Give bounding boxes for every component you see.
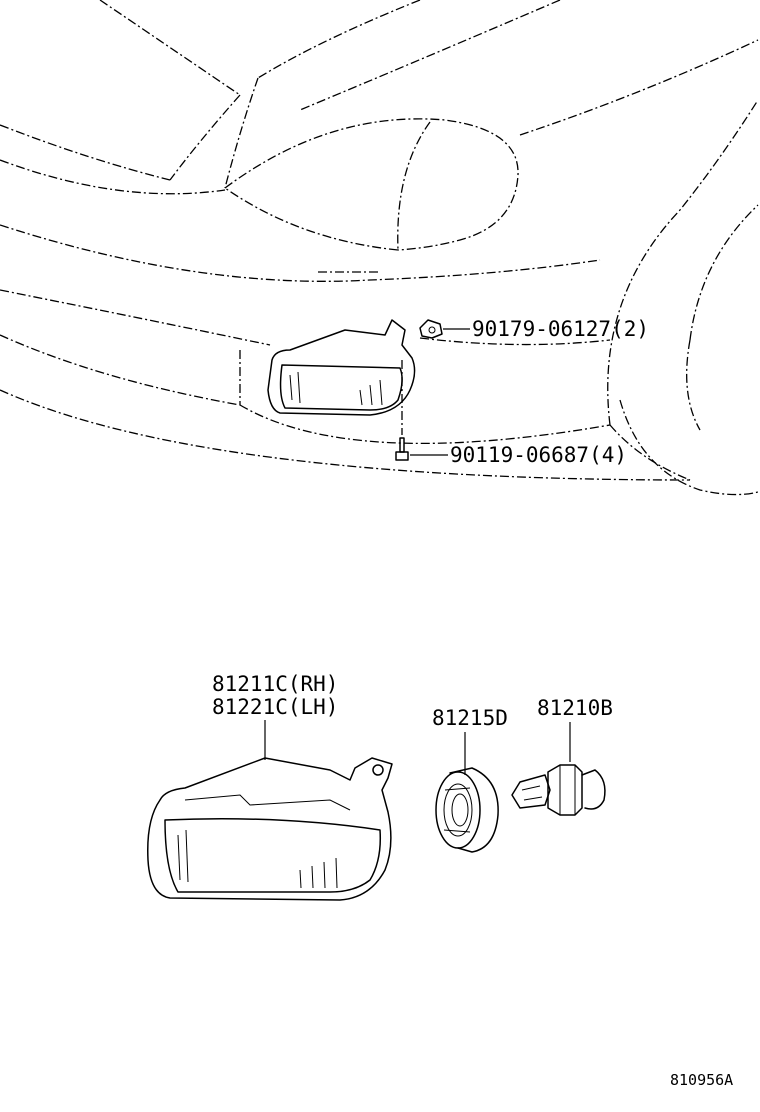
nut-part-number: 90179-06127(2) (472, 317, 649, 341)
bulb-part-number: 81210B (537, 696, 613, 720)
socket-ring-icon (435, 767, 499, 853)
screw-icon (395, 360, 409, 461)
diagram-code: 810956A (670, 1071, 733, 1089)
socket-part-number: 81215D (432, 706, 508, 730)
fog-lamp-installed (267, 319, 416, 416)
car-body-outline (0, 0, 759, 496)
lamp-lh-part-number: 81221C(LH) (212, 695, 338, 719)
fog-lamp-exploded (147, 757, 393, 901)
clip-nut-icon (419, 319, 443, 339)
lamp-rh-part-number: 81211C(RH) (212, 672, 338, 696)
screw-part-number: 90119-06687(4) (450, 443, 627, 467)
bulb-icon (511, 764, 606, 816)
